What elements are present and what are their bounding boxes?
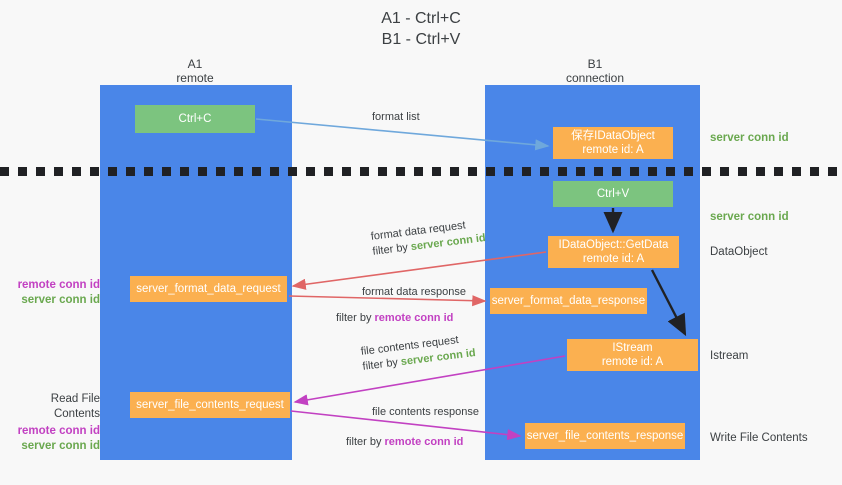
title-line-2: B1 - Ctrl+V <box>381 31 461 48</box>
edge-label-format-data-response-text: format data response <box>362 286 466 298</box>
node-ctrl-v[interactable]: Ctrl+V <box>553 181 673 207</box>
node-getdata-label: IDataObject::GetData <box>558 239 669 251</box>
node-idataobject[interactable]: 保存IDataObject remote id: A <box>553 127 673 159</box>
annotation-server-conn-id-top: server conn id <box>710 132 789 144</box>
annotation-read-file-contents: Read File Contents <box>50 393 100 420</box>
annotation-server-conn-id-1: server conn id <box>21 294 100 306</box>
column-a1-name: A1 <box>187 57 203 71</box>
annotation-group-left-1: remote conn id server conn id <box>8 278 100 308</box>
edge-label-format-data-response: format data response filter by remote co… <box>336 285 466 326</box>
annotation-istream: Istream <box>710 350 749 362</box>
filter-key-remote-conn-id-2: remote conn id <box>384 436 464 448</box>
node-server-format-data-request[interactable]: server_format_data_request <box>130 276 287 302</box>
node-server-format-data-request-label: server_format_data_request <box>136 283 281 295</box>
phase-divider <box>0 167 842 176</box>
column-a1-role: remote <box>176 71 214 85</box>
node-ctrl-c-label: Ctrl+C <box>178 113 212 125</box>
edge-label-file-contents-response: file contents response <box>372 405 479 420</box>
edge-label-format-data-request: format data request filter by server con… <box>370 216 487 260</box>
node-istream[interactable]: IStream remote id: A <box>567 339 698 371</box>
edge-label-file-contents-response-filter: filter by remote conn id <box>346 436 464 448</box>
column-header-b1: B1 connection <box>485 57 705 85</box>
annotation-dataobject: DataObject <box>710 246 768 258</box>
edge-label-file-contents-response-text: file contents response <box>372 406 480 418</box>
diagram-title: A1 - Ctrl+C B1 - Ctrl+V <box>0 8 842 50</box>
column-b1-role: connection <box>565 71 625 85</box>
node-server-file-contents-request-label: server_file_contents_request <box>136 399 284 411</box>
annotation-group-left-2: Read File Contents remote conn id server… <box>8 392 100 454</box>
column-b1-name: B1 <box>587 57 603 71</box>
node-idataobject-sub: remote id: A <box>582 144 644 156</box>
node-idataobject-getdata[interactable]: IDataObject::GetData remote id: A <box>548 236 679 268</box>
node-server-file-contents-response-label: server_file_contents_response <box>526 430 684 442</box>
edge-label-format-list-text: format list <box>372 111 420 123</box>
node-server-file-contents-request[interactable]: server_file_contents_request <box>130 392 290 418</box>
annotation-server-conn-id-2: server conn id <box>21 440 100 452</box>
edge-label-format-list: format list <box>372 110 420 125</box>
edge-label-format-data-response-filter: filter by remote conn id <box>336 312 454 324</box>
edge-label-file-contents-request: file contents request filter by server c… <box>360 331 477 375</box>
node-server-file-contents-response[interactable]: server_file_contents_response <box>525 423 685 449</box>
node-istream-sub: remote id: A <box>601 356 664 368</box>
title-line-1: A1 - Ctrl+C <box>381 10 461 27</box>
node-ctrl-c[interactable]: Ctrl+C <box>135 105 255 133</box>
node-ctrl-v-label: Ctrl+V <box>596 188 630 200</box>
column-header-a1: A1 remote <box>85 57 305 85</box>
annotation-remote-conn-id-1: remote conn id <box>17 279 100 291</box>
node-getdata-sub: remote id: A <box>582 253 645 265</box>
node-server-format-data-response-label: server_format_data_response <box>491 295 646 307</box>
annotation-write-file-contents: Write File Contents <box>710 432 808 444</box>
annotation-server-conn-id-mid: server conn id <box>710 211 789 223</box>
annotation-remote-conn-id-2: remote conn id <box>17 425 100 437</box>
node-idataobject-label: 保存IDataObject <box>571 130 655 142</box>
node-istream-label: IStream <box>612 342 653 354</box>
node-server-format-data-response[interactable]: server_format_data_response <box>490 288 647 314</box>
filter-key-remote-conn-id: remote conn id <box>374 312 454 324</box>
